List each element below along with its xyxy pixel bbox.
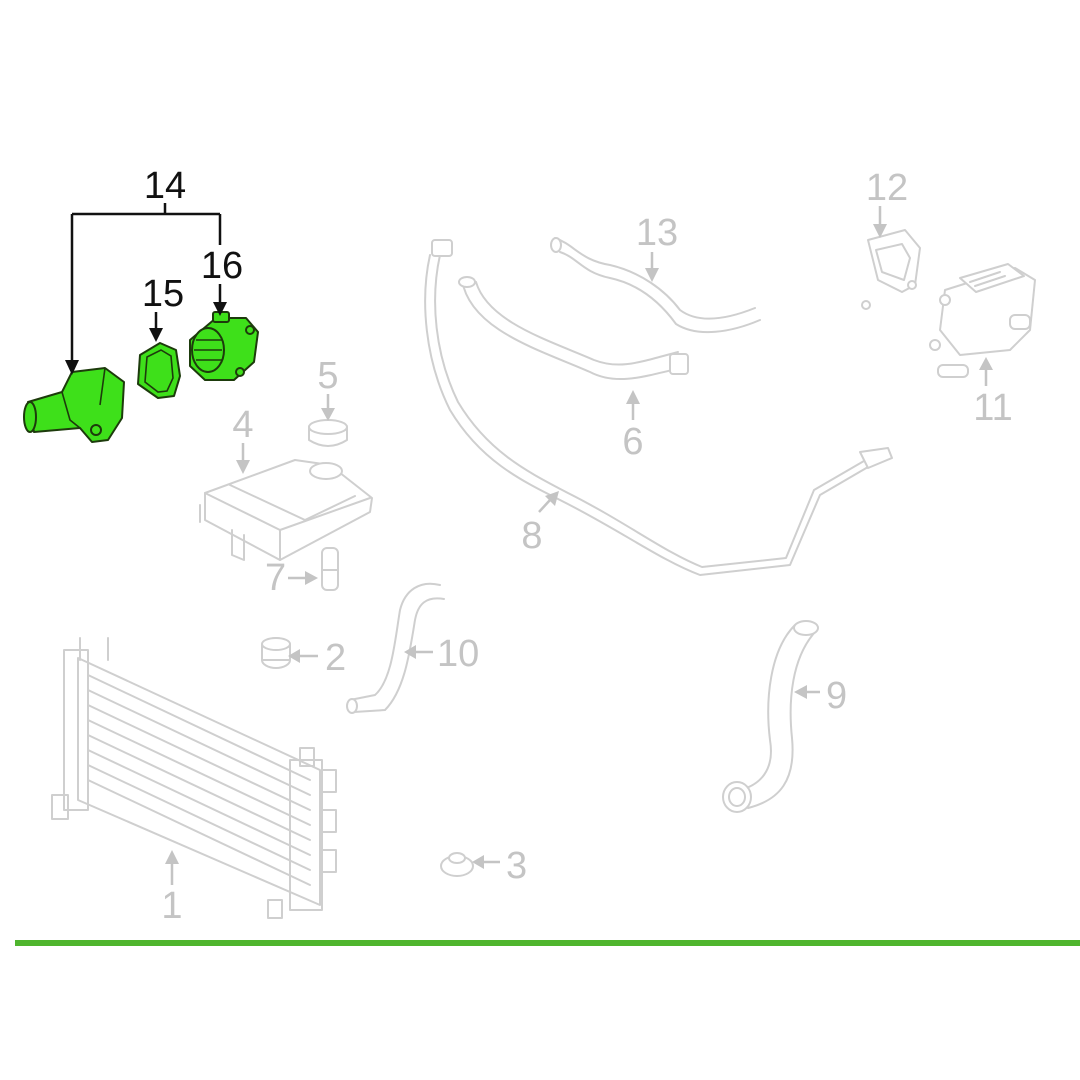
bottom-divider <box>15 940 1080 946</box>
part-7-hose-connector[interactable] <box>321 547 339 591</box>
part-12-housing-gasket[interactable] <box>861 229 921 310</box>
label-8: 8 <box>521 515 542 557</box>
part-6-coolant-hose[interactable] <box>458 276 689 381</box>
label-9: 9 <box>826 675 847 717</box>
label-11: 11 <box>973 387 1012 429</box>
part-11-thermostat-housing[interactable] <box>929 263 1036 378</box>
label-14: 14 <box>144 165 186 207</box>
label-3: 3 <box>506 845 527 887</box>
label-7: 7 <box>265 557 286 599</box>
part-5-reservoir-cap[interactable] <box>308 419 348 447</box>
arrowhead-1 <box>165 850 179 864</box>
part-4-coolant-reservoir[interactable] <box>199 459 373 561</box>
arrowhead-5 <box>321 408 335 421</box>
arrowhead-8 <box>545 491 559 506</box>
arrowhead-12 <box>873 224 887 238</box>
part-2-grommet[interactable] <box>261 637 291 669</box>
arrowhead-6 <box>626 390 640 404</box>
arrowhead-11 <box>979 357 993 370</box>
arrowhead-3 <box>472 855 484 869</box>
label-1: 1 <box>161 885 182 927</box>
arrowhead-4 <box>236 460 250 474</box>
arrowhead-14 <box>65 360 79 375</box>
part-15-outlet-gasket[interactable] <box>137 342 181 399</box>
arrowhead-7 <box>305 571 318 585</box>
label-2: 2 <box>325 637 346 679</box>
label-12: 12 <box>866 167 908 209</box>
label-4: 4 <box>232 404 253 446</box>
label-15: 15 <box>142 273 184 315</box>
part-9-radiator-hose[interactable] <box>722 620 819 813</box>
part-16-thermostat[interactable] <box>189 311 259 381</box>
arrowhead-2 <box>288 649 300 663</box>
label-10: 10 <box>437 633 479 675</box>
label-13: 13 <box>636 212 678 254</box>
part-1-radiator[interactable] <box>51 637 337 919</box>
part-8-coolant-line[interactable] <box>424 239 893 576</box>
arrowhead-15 <box>149 328 163 342</box>
part-14-water-outlet[interactable] <box>23 367 125 443</box>
label-6: 6 <box>622 421 643 463</box>
leader-8 <box>538 499 551 513</box>
label-16: 16 <box>201 245 243 287</box>
arrowhead-16 <box>213 302 227 316</box>
leader-14 <box>70 203 222 362</box>
label-5: 5 <box>317 355 338 397</box>
arrowhead-9 <box>794 685 807 699</box>
arrowhead-13 <box>645 268 659 282</box>
part-10-heater-hose[interactable] <box>346 582 445 714</box>
arrowhead-10 <box>404 645 416 659</box>
part-3-mount[interactable] <box>440 852 474 877</box>
part-13-bypass-hose[interactable] <box>550 237 761 334</box>
